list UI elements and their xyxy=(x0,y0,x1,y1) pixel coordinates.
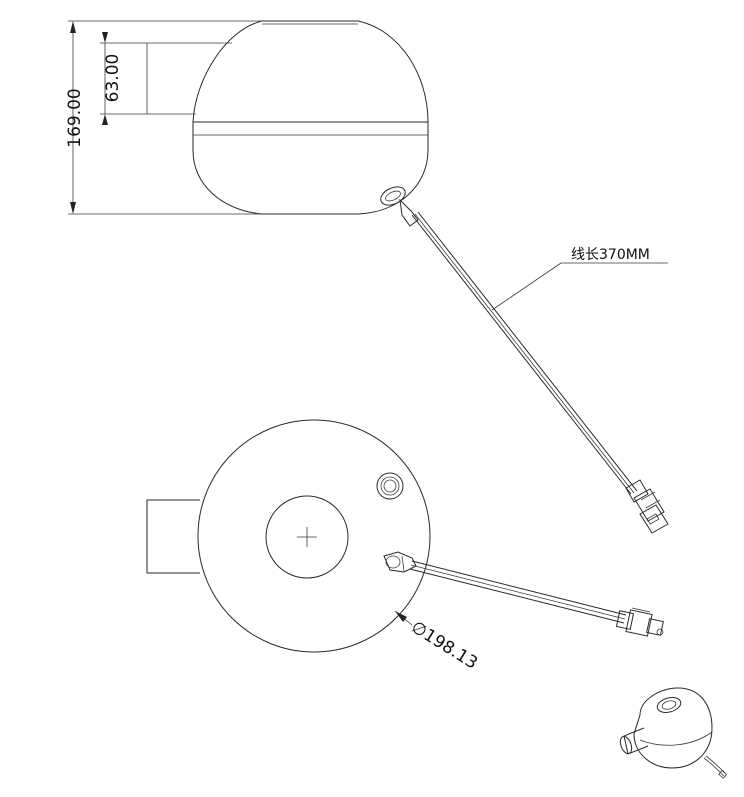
cable-length-label: 线长370MM xyxy=(571,247,650,263)
top-nozzle xyxy=(146,499,200,574)
diameter-label: ∅198.13 xyxy=(407,617,481,673)
dome-body-outline xyxy=(192,20,429,215)
top-port xyxy=(376,472,404,500)
side-view: 线长370MM xyxy=(192,20,669,534)
height-upper-label: 63.00 xyxy=(103,54,123,103)
side-connector xyxy=(625,479,669,534)
side-cable xyxy=(411,211,638,495)
cable-length-callout: 线长370MM xyxy=(491,247,668,311)
top-connector xyxy=(615,607,664,637)
top-body-circle xyxy=(197,419,431,653)
isometric-view xyxy=(619,687,728,779)
top-center-circle xyxy=(265,495,349,579)
height-total-label: 169.00 xyxy=(65,88,85,147)
side-cable-gland xyxy=(380,186,419,227)
dimension-upper-height: 63.00 xyxy=(100,32,232,125)
dimension-diameter: ∅198.13 xyxy=(394,610,481,674)
top-view: ∅198.13 xyxy=(146,419,664,674)
top-cable xyxy=(409,560,627,624)
dimension-total-height: 169.00 xyxy=(65,20,262,215)
